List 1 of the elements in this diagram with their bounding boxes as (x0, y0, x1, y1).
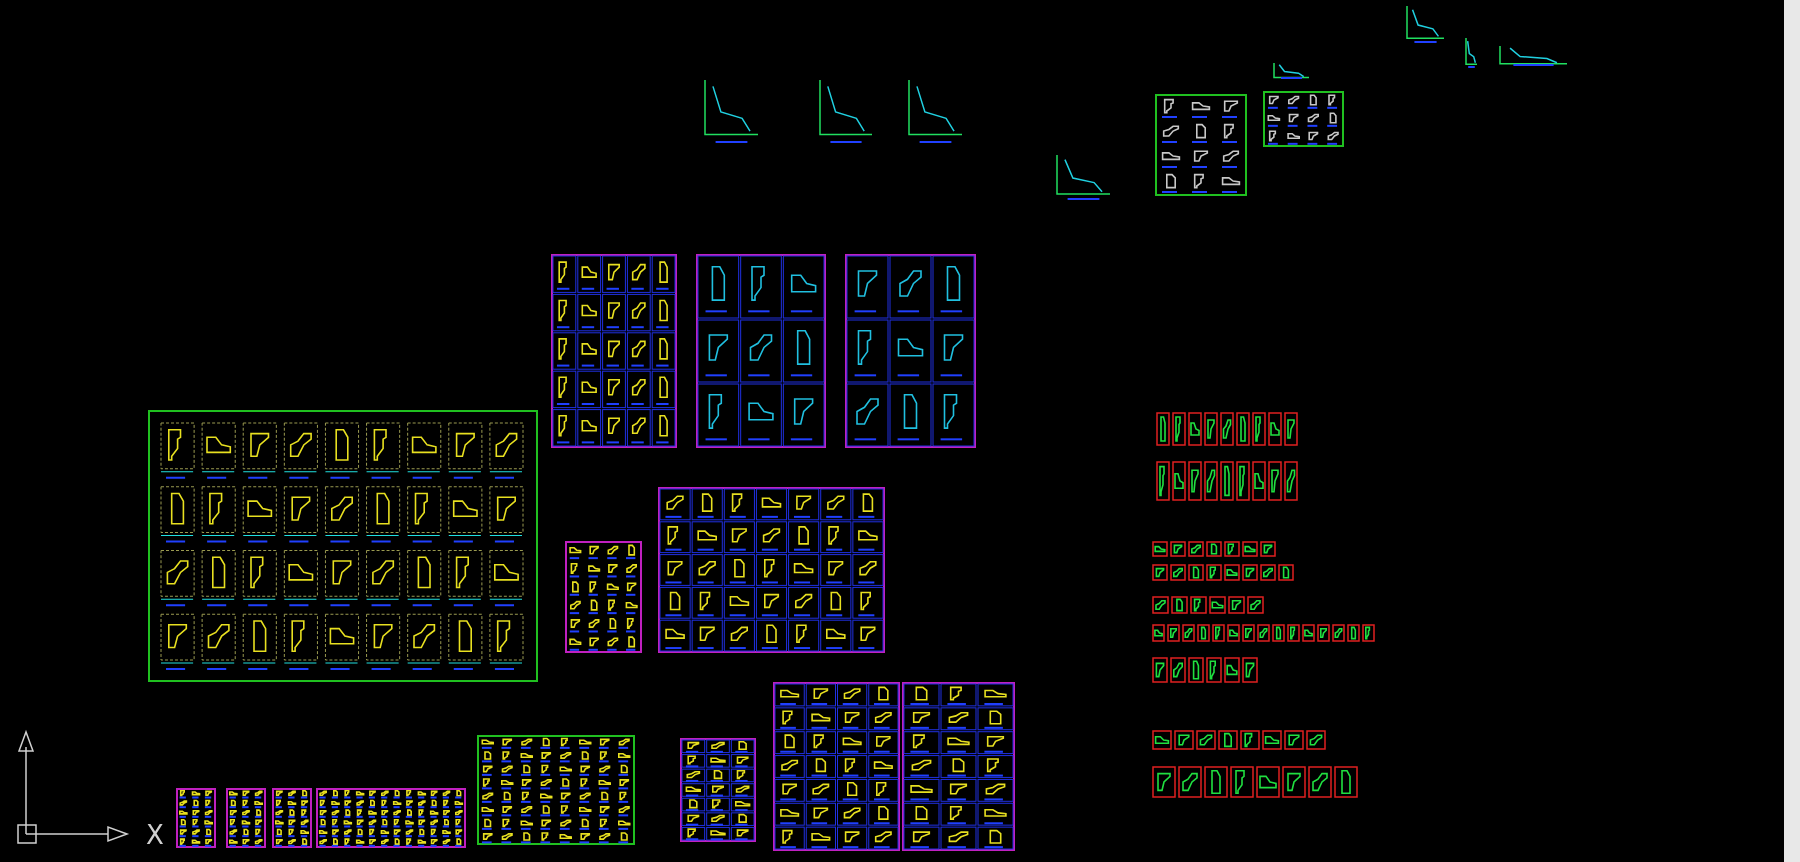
axis-label: X (146, 822, 164, 848)
